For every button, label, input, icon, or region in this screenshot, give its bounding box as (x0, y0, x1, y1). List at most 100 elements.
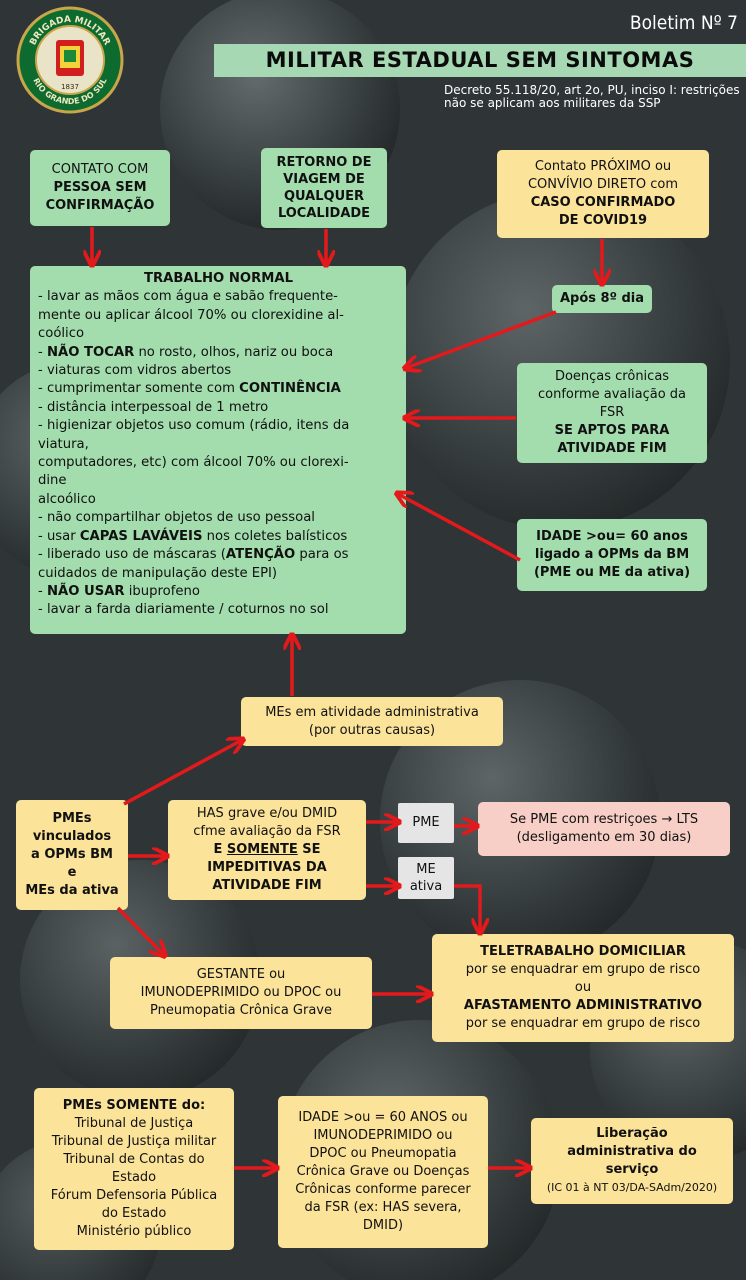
box-contato-sem-confirmacao: CONTATO COM PESSOA SEM CONFIRMAÇÃO (30, 150, 170, 226)
box-line: PMEs SOMENTE do: (62, 1098, 206, 1113)
box-line: DPOC ou Pneumopatia (309, 1146, 457, 1161)
box-line: Liberação (596, 1126, 668, 1141)
box-line: AFASTAMENTO ADMINISTRATIVO (463, 998, 703, 1013)
rule-text: - usar (38, 528, 80, 544)
box-line: por se enquadrar em grupo de risco (465, 1016, 701, 1031)
rule-text: - (38, 583, 47, 599)
rule-emphasis: NÃO TOCAR (46, 344, 135, 360)
tag-pme: PME (398, 803, 454, 843)
box-line: (PME ou ME da ativa) (533, 565, 691, 580)
box-line: PME (412, 815, 440, 830)
rule-line: cuidados de manipulação deste EPI) (38, 565, 278, 581)
box-line: Após 8º dia (560, 291, 644, 306)
box-mes-atividade-administrativa: MEs em atividade administrativa (por out… (241, 697, 503, 746)
rule-text: para os (295, 547, 349, 563)
box-text: SE (297, 842, 321, 857)
box-line: IMUNODEPRIMIDO ou (313, 1128, 453, 1143)
box-line: MEs da ativa (25, 883, 119, 898)
box-line: (por outras causas) (308, 722, 436, 738)
tag-me-ativa: ME ativa (398, 857, 454, 899)
decree-line-2: não se aplicam aos militares da SSP (444, 96, 661, 110)
box-line: Tribunal de Justiça (74, 1116, 194, 1131)
rule-emphasis: CAPAS LAVÁVEIS (79, 528, 203, 544)
box-line: administrativa do (567, 1144, 697, 1159)
rule-line: computadores, etc) com álcool 70% ou clo… (38, 455, 349, 471)
box-gestante: GESTANTE ou IMUNODEPRIMIDO ou DPOC ou Pn… (110, 957, 372, 1029)
box-line: FSR (599, 405, 625, 420)
rule-emphasis: CONTINÊNCIA (239, 381, 341, 397)
box-line: VIAGEM DE (283, 172, 365, 187)
box-line: LOCALIDADE (277, 206, 371, 221)
box-line: e (67, 865, 77, 880)
rule-line: coólico (38, 326, 85, 342)
box-line: Se PME com restriçoes → LTS (509, 812, 699, 827)
rule-line: - NÃO TOCAR no rosto, olhos, nariz ou bo… (38, 344, 399, 362)
title-bar (214, 44, 746, 77)
box-line: conforme avaliação da (537, 387, 686, 402)
box-teletrabalho: TELETRABALHO DOMICILIAR por se enquadrar… (432, 934, 734, 1042)
box-line: CONVÍVIO DIRETO com (527, 177, 678, 192)
box-line: QUALQUER (283, 189, 365, 204)
box-idade-60-anos: IDADE >ou= 60 anos ligado a OPMs da BM (… (517, 519, 707, 591)
box-line: IMPEDITIVAS DA (207, 860, 327, 875)
box-line: Doenças crônicas (554, 369, 670, 384)
box-line: IDADE >ou = 60 ANOS ou (298, 1110, 468, 1125)
box-line: Pneumopatia Crônica Grave (150, 1003, 332, 1018)
box-line: ME (416, 862, 436, 877)
rule-line: - não compartilhar objetos de uso pessoa… (38, 510, 315, 526)
box-has-grave: HAS grave e/ou DMID cfme avaliação da FS… (168, 800, 366, 900)
box-line: Crônica Grave ou Doenças (296, 1164, 470, 1179)
box-line: MEs em atividade administrativa (265, 704, 479, 720)
box-line: Fórum Defensoria Pública (50, 1188, 218, 1203)
box-line: HAS grave e/ou DMID (196, 806, 338, 821)
box-lts: Se PME com restriçoes → LTS (desligament… (478, 802, 730, 856)
box-line: Tribunal de Contas do (63, 1152, 205, 1167)
box-line: ligado a OPMs da BM (534, 547, 690, 562)
rule-line: alcoólico (38, 491, 96, 507)
box-line: GESTANTE ou (196, 967, 286, 982)
rule-emphasis: NÃO USAR (46, 583, 125, 599)
bulletin-number: Boletim Nº 7 (629, 12, 738, 34)
page-title: MILITAR ESTADUAL SEM SINTOMAS (265, 48, 695, 72)
box-line: ATIVIDADE FIM (557, 441, 667, 456)
seal-year: 1837 (61, 83, 79, 91)
box-line: Crônicas conforme parecer (295, 1182, 471, 1197)
box-line: PESSOA SEM (53, 180, 147, 195)
rule-text: ibuprofeno (124, 583, 200, 599)
box-line: E SOMENTE SE (213, 841, 320, 859)
box-line: IMUNODEPRIMIDO ou DPOC ou (140, 985, 342, 1000)
rule-text: - liberado uso de máscaras ( (38, 547, 226, 563)
box-text: E (213, 842, 227, 857)
rule-emphasis: ATENÇÃO (225, 547, 296, 563)
trabalho-normal-title: TRABALHO NORMAL (144, 271, 293, 286)
box-line: Ministério público (76, 1224, 192, 1239)
box-line: cfme avaliação da FSR (193, 824, 341, 839)
box-line: Tribunal de Justiça militar (51, 1134, 217, 1149)
box-line: por se enquadrar em grupo de risco (465, 962, 701, 977)
decree-line-1: Decreto 55.118/20, art 2o, PU, inciso I:… (444, 83, 740, 97)
box-line: TELETRABALHO DOMICILIAR (480, 944, 686, 959)
box-line: do Estado (101, 1206, 167, 1221)
decree-note: Decreto 55.118/20, art 2o, PU, inciso I:… (444, 84, 744, 110)
box-line: da FSR (ex: HAS severa, (304, 1200, 462, 1215)
box-line: ATIVIDADE FIM (212, 878, 322, 893)
box-retorno-viagem: RETORNO DE VIAGEM DE QUALQUER LOCALIDADE (261, 148, 387, 228)
box-contato-proximo: Contato PRÓXIMO ou CONVÍVIO DIRETO com C… (497, 150, 709, 238)
box-pmes-somente: PMEs SOMENTE do: Tribunal de Justiça Tri… (34, 1088, 234, 1250)
rule-line: - usar CAPAS LAVÁVEIS nos coletes balíst… (38, 528, 399, 546)
box-apos-8-dia: Após 8º dia (552, 285, 652, 313)
box-line: ou (574, 980, 592, 995)
box-line: Estado (111, 1170, 157, 1185)
rule-text: nos coletes balísticos (202, 528, 348, 544)
box-liberacao-administrativa: Liberação administrativa do serviço (IC … (531, 1118, 733, 1204)
box-line: Contato PRÓXIMO ou (534, 159, 672, 174)
rule-line: mente ou aplicar álcool 70% ou clorexidi… (38, 307, 344, 323)
rule-text: - (38, 344, 47, 360)
rule-line: - higienizar objetos uso comum (rádio, i… (38, 418, 350, 434)
box-line: PMEs (52, 811, 92, 826)
rule-line: - distância interpessoal de 1 metro (38, 399, 269, 415)
box-line: CONFIRMAÇÃO (45, 198, 155, 213)
rule-line: - lavar as mãos com água e sabão frequen… (38, 289, 338, 305)
box-pmes-vinculados: PMEs vinculados a OPMs BM e MEs da ativa (16, 800, 128, 910)
box-line: (desligamento em 30 dias) (516, 830, 692, 845)
